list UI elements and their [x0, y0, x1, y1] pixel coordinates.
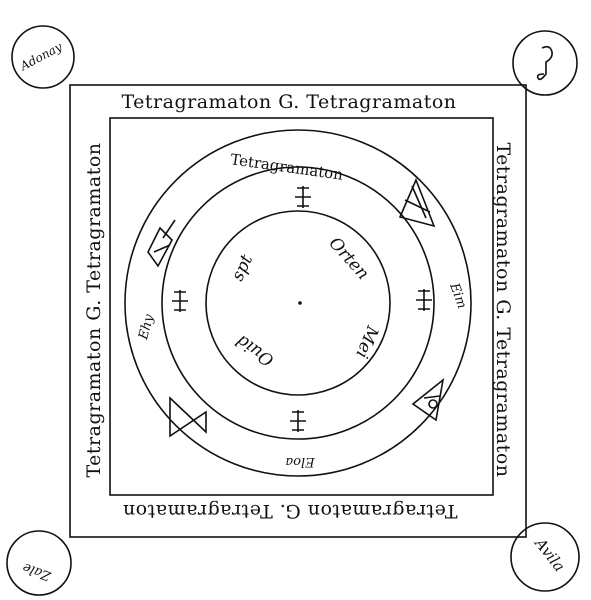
triangle-lower-right-icon	[411, 378, 445, 422]
cross-icon-bottom	[290, 410, 306, 432]
triangle-upper-right-icon	[398, 177, 436, 228]
outer-frame	[69, 84, 527, 538]
ring-word-bottom: Eloa	[285, 454, 315, 469]
border-text-left: Tetragramaton G. Tetragramaton	[83, 142, 105, 477]
diamond-upper-left-icon	[147, 219, 176, 268]
border-text-right: Tetragramaton G. Tetragramaton	[492, 142, 514, 477]
ring-word-top: Tetragramaton	[229, 150, 344, 184]
corner-label-avila: Avila	[530, 533, 568, 575]
corner-bottom-right: Avila	[510, 522, 580, 592]
inner-word-top-left: spt	[228, 252, 257, 285]
corner-top-left: Adonay	[11, 25, 75, 89]
cross-icon-right	[416, 289, 432, 311]
border-text-bottom: Tetragramaton G. Tetragramaton	[122, 500, 457, 522]
center-dot	[298, 301, 302, 305]
inner-word-bottom-right: Mei	[351, 322, 382, 361]
corner-top-right	[512, 30, 578, 96]
corner-label-zale: Zale	[20, 559, 53, 583]
inner-circle	[205, 210, 391, 396]
cross-icon-left	[172, 290, 188, 312]
outer-ring-circle	[124, 129, 472, 477]
ring-word-left: Ehy	[136, 312, 157, 342]
corner-label-adonay: Adonay	[17, 40, 65, 74]
inner-frame	[109, 117, 494, 496]
border-text-top: Tetragramaton G. Tetragramaton	[121, 91, 456, 113]
cross-icon-top	[295, 186, 311, 208]
corner-bottom-left: Zale	[6, 530, 72, 596]
hourglass-lower-left-icon	[169, 396, 207, 438]
hook-sigil-icon	[536, 45, 553, 81]
middle-ring-circle	[161, 166, 435, 440]
inner-word-bottom-left: Ouid	[232, 330, 277, 370]
ring-word-right: Eim	[446, 280, 469, 310]
